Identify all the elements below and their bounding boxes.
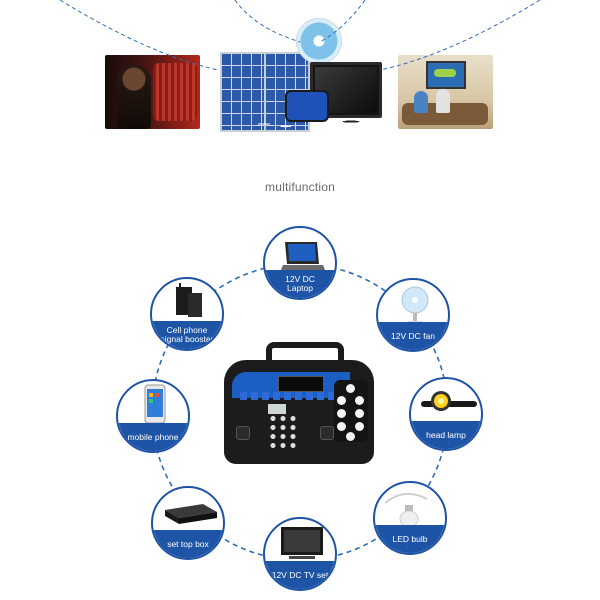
signal-booster-icon xyxy=(152,279,222,325)
fm-radio-display xyxy=(278,376,324,392)
device-label: LED bulb xyxy=(392,533,428,544)
usb-ports xyxy=(240,392,334,400)
tv-icon xyxy=(265,519,335,565)
person-with-fan-photo xyxy=(105,55,200,129)
led-lamp-panel xyxy=(334,380,368,442)
person-figure xyxy=(117,65,151,129)
fan-grill xyxy=(153,63,197,121)
mobile-phone-icon xyxy=(118,381,188,427)
device-node-head-lamp: head lamp xyxy=(409,377,483,451)
device-node-set-top-box: set top box xyxy=(151,486,225,560)
device-node-signal-booster: Cell phone signal booster xyxy=(150,277,224,351)
connector-center-left xyxy=(234,0,301,43)
carry-handle xyxy=(266,342,344,372)
switch-right xyxy=(320,426,334,440)
solar-kit-scene xyxy=(0,0,600,160)
switch-left xyxy=(236,426,250,440)
set-top-box-icon xyxy=(153,488,223,534)
device-node-mobile-phone: mobile phone xyxy=(116,379,190,453)
device-label: 12V DC fan xyxy=(391,330,435,341)
accessories-cables xyxy=(235,112,380,136)
device-label: 12V DC TV set xyxy=(271,569,329,580)
status-screen xyxy=(268,404,286,414)
fan-icon xyxy=(296,18,342,64)
solar-power-station xyxy=(224,342,374,466)
device-label: 12V DC Laptop xyxy=(285,274,315,293)
device-node-led-bulb: LED bulb xyxy=(373,481,447,555)
device-node-tv: 12V DC TV set xyxy=(263,517,337,591)
device-node-laptop: 12V DC Laptop xyxy=(263,226,337,300)
head-lamp-icon xyxy=(411,379,481,425)
section-caption: multifunction xyxy=(265,180,335,194)
laptop-icon xyxy=(265,228,335,274)
viewer-figure xyxy=(436,89,450,113)
device-label: head lamp xyxy=(426,429,466,440)
device-label: set top box xyxy=(167,538,209,549)
family-watching-tv-photo xyxy=(398,55,493,129)
connector-left xyxy=(59,0,219,71)
device-label: Cell phone signal booster xyxy=(160,325,214,344)
keypad xyxy=(268,414,298,450)
device-label: mobile phone xyxy=(127,431,179,442)
device-body xyxy=(224,360,374,464)
device-node-fan: 12V DC fan xyxy=(376,278,450,352)
connector-right xyxy=(379,0,541,71)
led-bulb-icon xyxy=(375,483,445,529)
viewer-figure xyxy=(414,91,428,113)
tv-screen xyxy=(426,61,466,89)
fan-icon xyxy=(378,280,448,326)
connector-center-right xyxy=(319,0,366,43)
